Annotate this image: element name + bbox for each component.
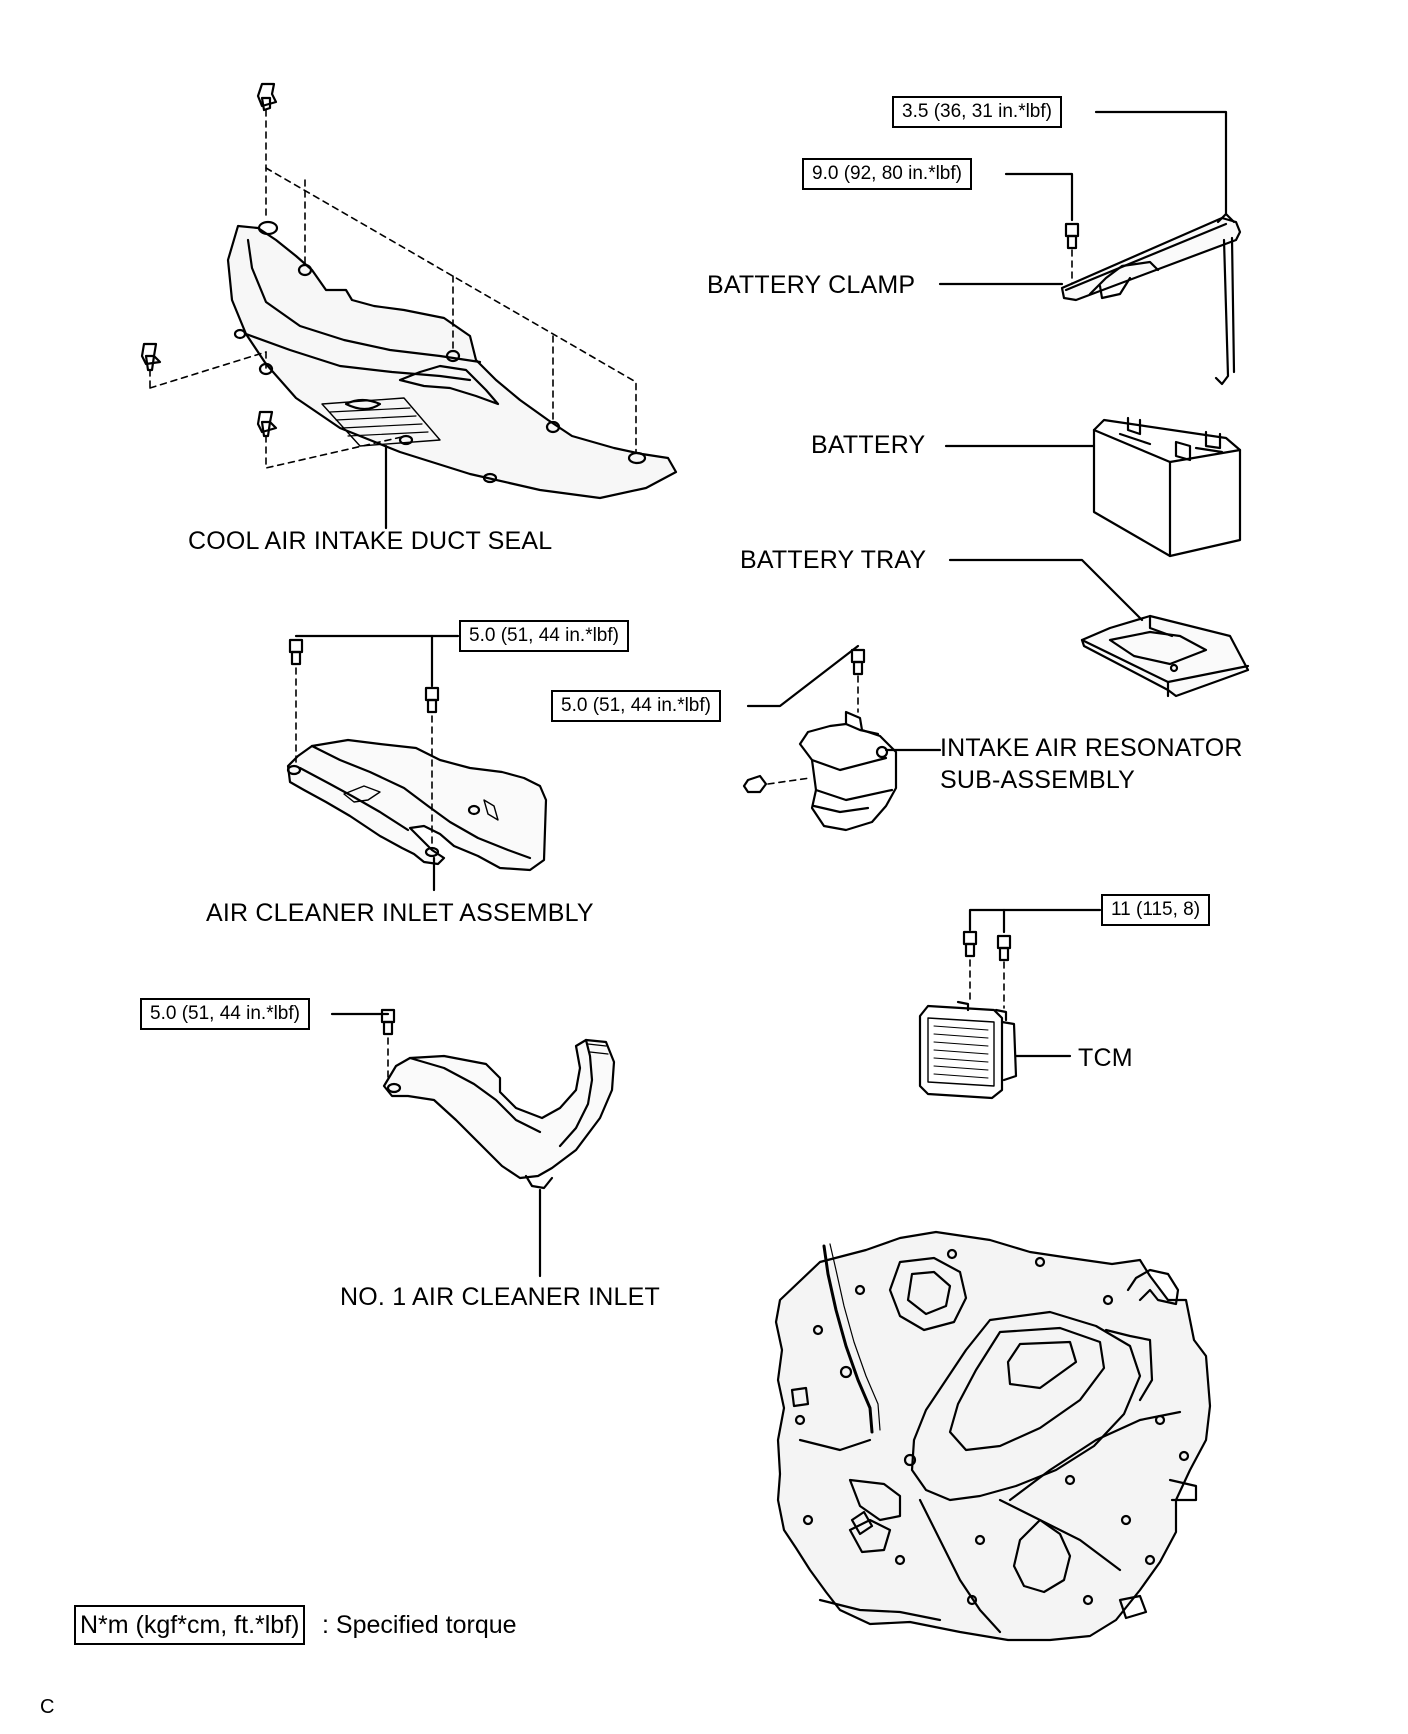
torque-tcm: 11 (115, 8) bbox=[1101, 894, 1211, 926]
figure-code: C bbox=[40, 1696, 55, 1718]
battery-part bbox=[1092, 416, 1242, 558]
torque-battery-clamp-bolt: 9.0 (92, 80 in.*lbf) bbox=[802, 158, 972, 190]
cool-air-intake-duct-seal-part bbox=[140, 82, 678, 500]
label-cool-air-intake-duct-seal: COOL AIR INTAKE DUCT SEAL bbox=[188, 527, 553, 555]
intake-air-resonator-part bbox=[742, 648, 898, 832]
legend-description: : Specified torque bbox=[322, 1611, 517, 1639]
torque-no1-air-cleaner-inlet: 5.0 (51, 44 in.*lbf) bbox=[140, 998, 310, 1030]
torque-battery-clamp-rod: 3.5 (36, 31 in.*lbf) bbox=[892, 96, 1062, 128]
tcm-part bbox=[918, 930, 1018, 1100]
battery-clamp-part bbox=[1060, 212, 1242, 386]
label-intake-air-resonator-line2: SUB-ASSEMBLY bbox=[940, 766, 1136, 794]
legend-torque-unit: N*m (kgf*cm, ft.*lbf) bbox=[74, 1605, 306, 1645]
air-cleaner-inlet-assembly-part bbox=[286, 638, 548, 872]
torque-intake-air-resonator: 5.0 (51, 44 in.*lbf) bbox=[551, 690, 721, 722]
label-intake-air-resonator-line1: INTAKE AIR RESONATOR bbox=[940, 734, 1243, 762]
label-air-cleaner-inlet-assembly: AIR CLEANER INLET ASSEMBLY bbox=[206, 899, 594, 927]
label-no1-air-cleaner-inlet: NO. 1 AIR CLEANER INLET bbox=[340, 1283, 660, 1311]
battery-tray-part bbox=[1080, 614, 1250, 698]
no1-air-cleaner-inlet-part bbox=[380, 1008, 616, 1190]
label-battery: BATTERY bbox=[811, 431, 926, 459]
torque-air-cleaner-inlet: 5.0 (51, 44 in.*lbf) bbox=[459, 620, 629, 652]
transaxle-part bbox=[774, 1230, 1212, 1642]
label-battery-tray: BATTERY TRAY bbox=[740, 546, 927, 574]
cool-air-duct-guide-lines bbox=[149, 109, 637, 469]
label-battery-clamp: BATTERY CLAMP bbox=[707, 271, 916, 299]
label-tcm: TCM bbox=[1078, 1044, 1133, 1072]
